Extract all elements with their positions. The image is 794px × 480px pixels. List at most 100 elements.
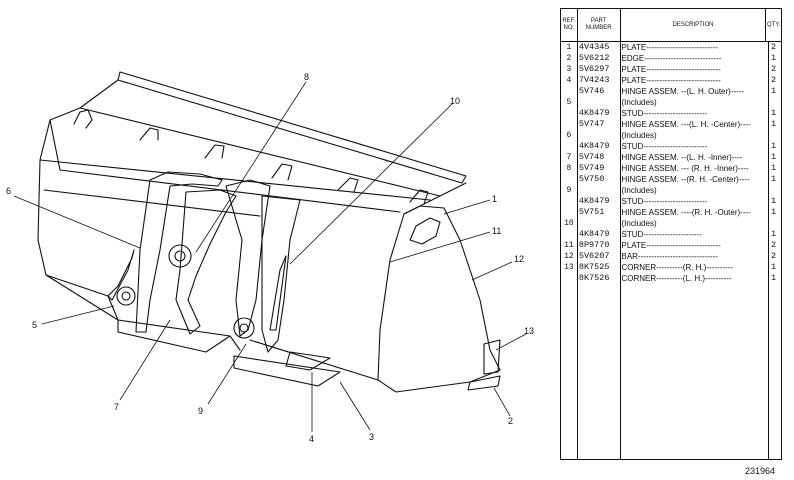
part-number-cell: 8K7526 [578,273,610,283]
callout-12: 12 [514,254,524,264]
qty-cell: 1 [771,119,777,129]
callout-8: 8 [304,72,309,82]
description-cell: PLATE--------------------------- [621,43,719,52]
header-description: DESCRIPTION [621,9,767,41]
description-cell: HINGE ASSEM. --- (R. H. -Inner)---- [621,164,749,173]
table-row: 4 7V4243 PLATE----------------------------… [561,75,781,86]
part-number-cell: 7V4243 [578,75,610,85]
part-number-cell [577,130,620,141]
figure-number: 231964 [745,466,776,476]
bucket-back-wall [37,79,119,297]
table-row: 1 4V4345 PLATE--------------------------- 2 [561,42,781,53]
bucket-top-rim [117,71,467,184]
part-number-cell: 5V6207 [578,251,610,261]
description-cell: CORNER----------(L. H.)---------- [621,274,732,283]
ref-no-cell [561,141,577,152]
qty-cell: 1 [771,86,777,96]
ref-no-cell [561,86,577,97]
description-cell: STUD------------------------ [621,142,708,151]
callout-13: 13 [524,326,534,336]
callout-10: 10 [450,96,460,106]
description-cell: STUD------------------------ [621,197,708,206]
table-row: 5(Includes) [561,97,781,108]
qty-cell: 2 [771,42,777,52]
ref-no-cell: 1 [566,43,572,52]
callout-5: 5 [32,320,37,330]
qty-cell: 1 [771,174,777,184]
table-row: 8K7526 CORNER----------(L. H.)---------- 1 [561,273,781,284]
header-part-number: PART NUMBER [578,9,621,41]
qty-cell: 1 [771,196,777,206]
part-number-cell [577,185,620,196]
description-cell: (Includes) [621,186,657,195]
ref-no-cell: 10 [564,219,574,228]
table-row: 4K8479 STUD------------------------ 1 [561,196,781,207]
table-row: 10 (Includes) [561,218,781,229]
part-number-cell: 4V4345 [578,42,610,52]
description-cell: (Includes) [621,219,657,228]
part-number-cell: 5V747 [578,119,605,129]
qty-cell: 2 [771,64,777,74]
table-row: 5V750 HINGE ASSEM. --(R. H. -Center)---- 1 [561,174,781,185]
qty-cell: 2 [771,251,777,261]
bucket-side-wall [377,195,501,393]
ref-no-cell [561,174,577,185]
description-cell: STUD---------------------- [621,230,702,239]
table-row: 5V751 HINGE ASSEM. ----(R. H. -Outer)----… [561,207,781,218]
qty-cell: 1 [771,207,777,217]
table-row: 9(Includes) [561,185,781,196]
ref-no-cell: 13 [564,263,574,272]
qty-cell: 1 [771,163,777,173]
part-number-cell [577,97,620,108]
qty-cell: 2 [771,75,777,85]
part-number-cell: 5V6297 [578,64,610,74]
table-row: 6(Includes) [561,130,781,141]
description-cell: HINGE ASSEM. --(L. H. -Inner)---- [621,153,743,162]
description-cell: PLATE---------------------------- [621,241,721,250]
part-number-cell: 5V750 [578,174,605,184]
part-number-cell: 5V751 [578,207,605,217]
ref-no-cell: 4 [566,76,572,85]
description-cell: HINGE ASSEM. --(R. H. -Center)---- [621,175,750,184]
ref-no-cell: 12 [564,252,574,261]
qty-cell: 1 [771,141,777,151]
ref-no-cell: 7 [566,153,572,162]
ref-no-cell: 2 [566,54,572,63]
header-ref-no: REF. NO. [561,9,578,41]
qty-cell: 1 [771,108,777,118]
bucket-parts-illustration: 5 6 7 8 9 10 4 3 1 11 12 13 2 [6,71,534,444]
part-number-cell: 4K8479 [578,141,610,151]
part-number-cell: 5V749 [578,163,605,173]
part-number-cell: 5V748 [578,152,605,162]
part-number-cell: 4K8479 [578,196,610,206]
callout-2: 2 [508,416,513,426]
description-cell: HINGE ASSEM. ----(R. H. -Outer)---- [621,208,751,217]
description-cell: (Includes) [621,131,657,140]
ref-no-cell [561,273,577,284]
description-cell: EDGE----------------------------- [621,54,722,63]
ref-no-cell [561,108,577,119]
qty-cell: 1 [771,53,777,63]
part-number-cell: 8K7525 [578,262,610,272]
bottom-plate-left [117,319,231,353]
header-qty: QTY. [767,21,781,28]
qty-cell: 1 [771,273,777,283]
part-number-cell [577,218,620,229]
callout-3: 3 [369,432,374,442]
table-header: REF. NO. PART NUMBER DESCRIPTION QTY. [561,9,781,42]
cutting-edge [467,375,501,391]
ref-no-cell [561,119,577,130]
table-row: 4K8479 STUD------------------------ 1 [561,141,781,152]
description-cell: PLATE---------------------------- [621,76,721,85]
callout-11: 11 [492,226,501,236]
description-cell: (Includes) [621,98,657,107]
